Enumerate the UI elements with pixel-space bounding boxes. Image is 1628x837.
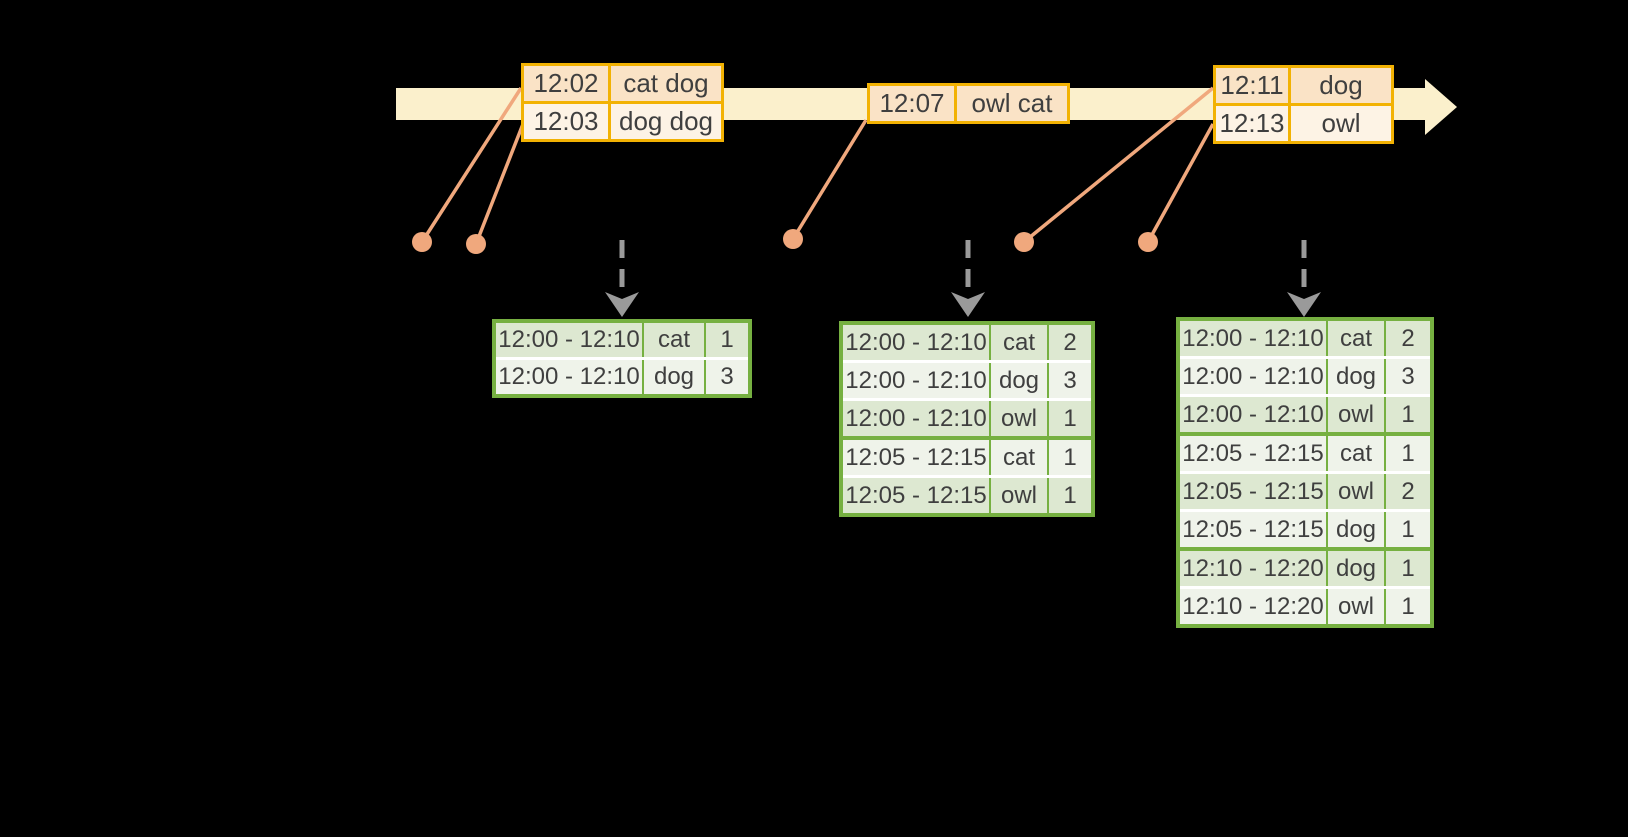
window-cell: 12:00 - 12:10 — [843, 401, 989, 436]
word-cell: owl — [1328, 589, 1384, 624]
trigger-arrow-1-head-icon — [605, 292, 639, 317]
count-cell: 2 — [1386, 474, 1430, 509]
event-words-cell: dog dog — [611, 104, 721, 139]
event-words-cell: cat dog — [611, 66, 721, 101]
timeline-arrow-head-icon — [1425, 79, 1457, 135]
word-cell: dog — [644, 360, 704, 394]
window-cell: 12:05 - 12:15 — [843, 478, 989, 513]
word-cell: cat — [1328, 321, 1384, 356]
event-time-cell: 12:03 — [524, 104, 608, 139]
table-row: 12:05 - 12:15 cat 1 — [843, 440, 1091, 475]
word-cell: dog — [1328, 512, 1384, 547]
connector-line-1 — [420, 87, 523, 243]
table-row: 12:10 - 12:20 dog 1 — [1180, 551, 1430, 586]
connector-line-2 — [474, 123, 525, 245]
word-cell: dog — [1328, 359, 1384, 394]
event-table-1: 12:02 cat dog 12:03 dog dog — [521, 63, 724, 142]
table-row: 12:00 - 12:10 cat 2 — [1180, 321, 1430, 356]
event-dot-2 — [466, 234, 486, 254]
table-row: 12:00 - 12:10 owl 1 — [843, 401, 1091, 436]
connector-line-3 — [791, 119, 868, 240]
window-cell: 12:00 - 12:10 — [1180, 359, 1326, 394]
result-table-3: 12:00 - 12:10 cat 2 12:00 - 12:10 dog 3 … — [1176, 317, 1434, 628]
trigger-arrow-3-head-icon — [1287, 292, 1321, 317]
table-row: 12:00 - 12:10 owl 1 — [1180, 397, 1430, 432]
word-cell: cat — [1328, 436, 1384, 471]
window-group: 12:00 - 12:10 cat 1 12:00 - 12:10 dog 3 — [496, 323, 748, 394]
table-row: 12:00 - 12:10 dog 3 — [496, 360, 748, 394]
word-cell: cat — [991, 325, 1047, 360]
connector-line-4 — [1022, 86, 1215, 244]
table-row: 12:05 - 12:15 cat 1 — [1180, 436, 1430, 471]
window-cell: 12:10 - 12:20 — [1180, 589, 1326, 624]
count-cell: 1 — [1386, 397, 1430, 432]
window-cell: 12:05 - 12:15 — [1180, 436, 1326, 471]
window-group: 12:00 - 12:10 cat 2 12:00 - 12:10 dog 3 … — [843, 325, 1091, 436]
word-cell: cat — [644, 323, 704, 357]
trigger-arrow-2-head-icon — [951, 292, 985, 317]
word-cell: owl — [1328, 474, 1384, 509]
word-cell: dog — [1328, 551, 1384, 586]
count-cell: 1 — [1386, 436, 1430, 471]
word-cell: dog — [991, 363, 1047, 398]
event-time-cell: 12:07 — [870, 86, 954, 121]
count-cell: 3 — [706, 360, 748, 394]
window-cell: 12:00 - 12:10 — [843, 325, 989, 360]
window-cell: 12:10 - 12:20 — [1180, 551, 1326, 586]
window-cell: 12:00 - 12:10 — [843, 363, 989, 398]
event-table-2: 12:07 owl cat — [867, 83, 1070, 124]
table-row: 12:05 - 12:15 owl 1 — [843, 478, 1091, 513]
window-group: 12:00 - 12:10 cat 2 12:00 - 12:10 dog 3 … — [1180, 321, 1430, 432]
event-table-3: 12:11 dog 12:13 owl — [1213, 65, 1394, 144]
connector-line-5 — [1146, 123, 1215, 243]
result-table-2: 12:00 - 12:10 cat 2 12:00 - 12:10 dog 3 … — [839, 321, 1095, 517]
count-cell: 1 — [1049, 401, 1091, 436]
event-time-cell: 12:13 — [1216, 106, 1288, 141]
count-cell: 1 — [1049, 440, 1091, 475]
event-words-cell: owl — [1291, 106, 1391, 141]
table-row: 12:00 - 12:10 dog 3 — [843, 363, 1091, 398]
table-row: 12:00 - 12:10 cat 1 — [496, 323, 748, 357]
count-cell: 3 — [1386, 359, 1430, 394]
count-cell: 1 — [1386, 551, 1430, 586]
window-cell: 12:00 - 12:10 — [496, 360, 642, 394]
event-time-cell: 12:02 — [524, 66, 608, 101]
count-cell: 1 — [1049, 478, 1091, 513]
window-cell: 12:05 - 12:15 — [1180, 474, 1326, 509]
window-group: 12:05 - 12:15 cat 1 12:05 - 12:15 owl 2 … — [1180, 436, 1430, 547]
event-time-cell: 12:11 — [1216, 68, 1288, 103]
table-row: 12:05 - 12:15 dog 1 — [1180, 512, 1430, 547]
table-row: 12:10 - 12:20 owl 1 — [1180, 589, 1430, 624]
count-cell: 1 — [706, 323, 748, 357]
count-cell: 2 — [1049, 325, 1091, 360]
word-cell: cat — [991, 440, 1047, 475]
window-cell: 12:00 - 12:10 — [496, 323, 642, 357]
table-row: 12:00 - 12:10 cat 2 — [843, 325, 1091, 360]
word-cell: owl — [991, 478, 1047, 513]
event-dot-3 — [783, 229, 803, 249]
window-group: 12:05 - 12:15 cat 1 12:05 - 12:15 owl 1 — [843, 440, 1091, 513]
window-group: 12:10 - 12:20 dog 1 12:10 - 12:20 owl 1 — [1180, 551, 1430, 624]
count-cell: 3 — [1049, 363, 1091, 398]
count-cell: 1 — [1386, 589, 1430, 624]
window-cell: 12:00 - 12:10 — [1180, 397, 1326, 432]
table-row: 12:00 - 12:10 dog 3 — [1180, 359, 1430, 394]
window-cell: 12:05 - 12:15 — [843, 440, 989, 475]
result-table-1: 12:00 - 12:10 cat 1 12:00 - 12:10 dog 3 — [492, 319, 752, 398]
event-dot-5 — [1138, 232, 1158, 252]
table-row: 12:05 - 12:15 owl 2 — [1180, 474, 1430, 509]
event-words-cell: owl cat — [957, 86, 1067, 121]
event-words-cell: dog — [1291, 68, 1391, 103]
window-cell: 12:05 - 12:15 — [1180, 512, 1326, 547]
count-cell: 2 — [1386, 321, 1430, 356]
word-cell: owl — [991, 401, 1047, 436]
event-dot-4 — [1014, 232, 1034, 252]
word-cell: owl — [1328, 397, 1384, 432]
window-cell: 12:00 - 12:10 — [1180, 321, 1326, 356]
count-cell: 1 — [1386, 512, 1430, 547]
event-dot-1 — [412, 232, 432, 252]
